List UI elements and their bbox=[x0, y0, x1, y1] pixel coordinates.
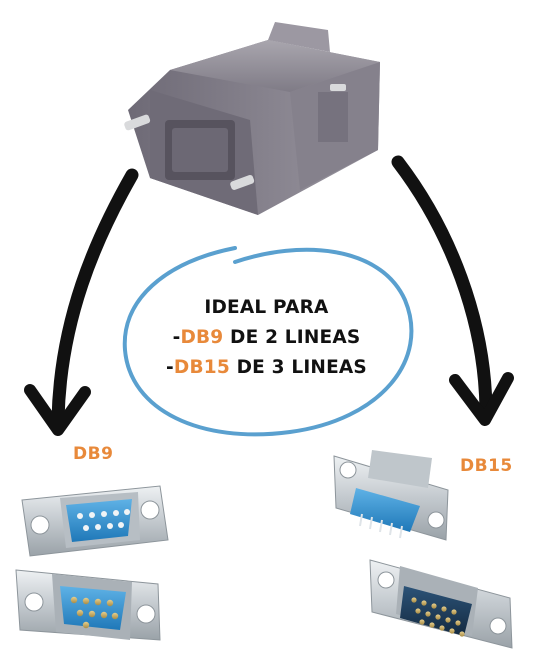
caption: IDEAL PARA -DB9 DE 2 LINEAS -DB15 DE 3 L… bbox=[0, 293, 533, 383]
label-db9: DB9 bbox=[73, 444, 114, 464]
connector-housing bbox=[124, 22, 380, 215]
arrow-left-icon bbox=[24, 168, 139, 436]
db9-connector-blue bbox=[21, 485, 169, 557]
highlight-db15: DB15 bbox=[173, 357, 230, 378]
highlight-db9: DB9 bbox=[180, 327, 224, 348]
highlight-ring bbox=[122, 246, 414, 437]
db15-connector-blue bbox=[333, 450, 449, 541]
label-db15: DB15 bbox=[460, 456, 513, 476]
caption-line-2: -DB9 DE 2 LINEAS bbox=[172, 327, 361, 348]
arrow-right-icon bbox=[391, 155, 514, 426]
caption-line-1: IDEAL PARA bbox=[204, 297, 329, 318]
db9-connector-gold bbox=[15, 569, 161, 641]
db15-connector-navy bbox=[369, 559, 513, 649]
caption-line-3: -DB15 DE 3 LINEAS bbox=[166, 357, 367, 378]
